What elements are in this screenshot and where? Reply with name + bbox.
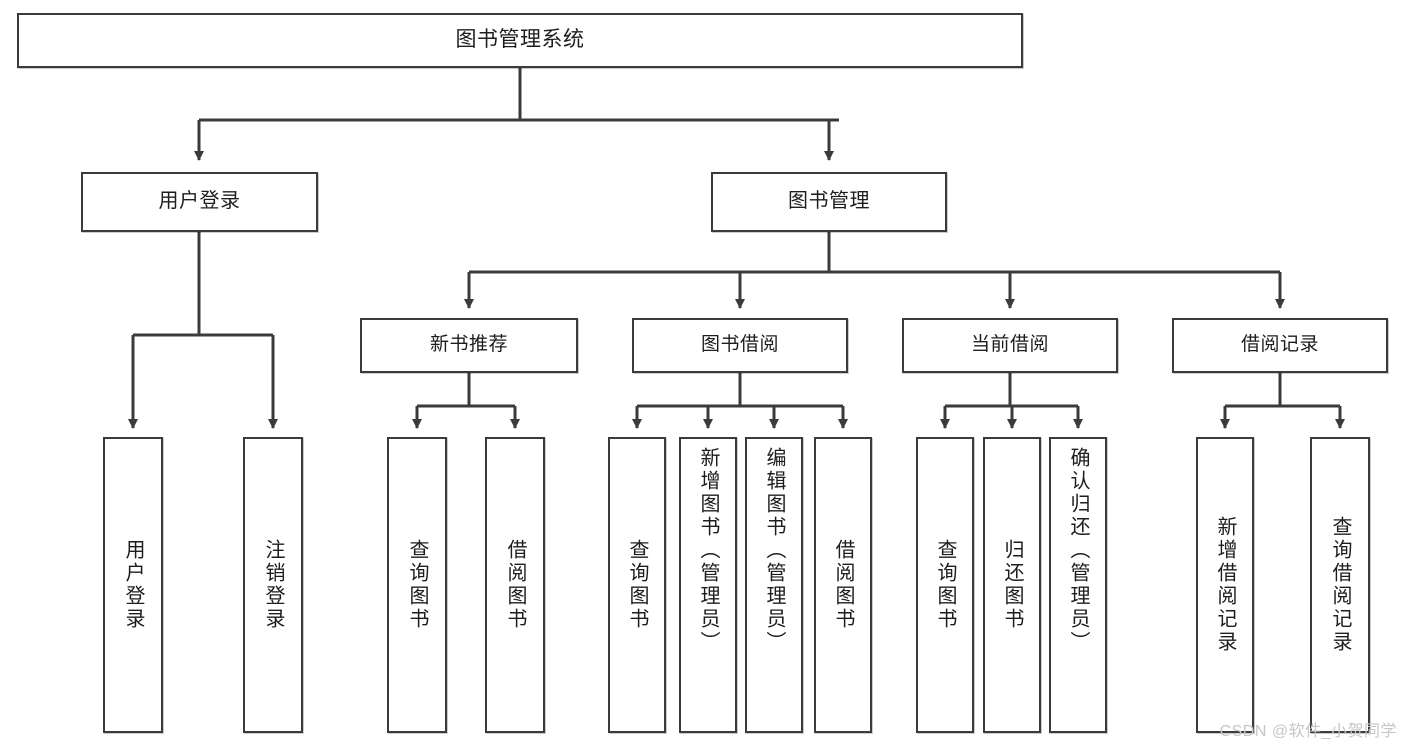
node-user-login-label: 用户登录 [158, 190, 241, 213]
node-new-book-recommend-label: 新书推荐 [429, 334, 508, 356]
leaf-user-logout[interactable]: 注销登录 [243, 437, 303, 733]
leaf-return-book-label: 归还图书 [1001, 539, 1023, 631]
node-root-label: 图书管理系统 [455, 28, 585, 52]
leaf-recommend-borrow-book-label: 借阅图书 [504, 539, 526, 631]
node-book-management-label: 图书管理 [788, 190, 870, 213]
node-borrow-record-label: 借阅记录 [1240, 334, 1319, 356]
leaf-borrow-book[interactable]: 借阅图书 [814, 437, 872, 733]
leaf-recommend-borrow-book[interactable]: 借阅图书 [485, 437, 545, 733]
leaf-edit-book-admin-label: 编辑图书（管理员） [763, 447, 785, 654]
leaf-borrow-query-book-label: 查询图书 [626, 539, 648, 631]
leaf-user-logout-label: 注销登录 [262, 539, 284, 631]
leaf-borrow-query-book[interactable]: 查询图书 [608, 437, 666, 733]
node-new-book-recommend[interactable]: 新书推荐 [360, 318, 578, 373]
leaf-current-query-book-label: 查询图书 [934, 539, 956, 631]
node-borrow-record[interactable]: 借阅记录 [1172, 318, 1388, 373]
leaf-add-book-admin[interactable]: 新增图书（管理员） [679, 437, 737, 733]
node-book-management[interactable]: 图书管理 [711, 172, 947, 232]
leaf-add-book-admin-label: 新增图书（管理员） [697, 447, 719, 654]
node-current-borrow[interactable]: 当前借阅 [902, 318, 1118, 373]
node-book-borrow[interactable]: 图书借阅 [632, 318, 848, 373]
leaf-confirm-return-admin[interactable]: 确认归还（管理员） [1049, 437, 1107, 733]
leaf-query-borrow-record-label: 查询借阅记录 [1329, 516, 1351, 654]
leaf-confirm-return-admin-label: 确认归还（管理员） [1067, 447, 1089, 654]
node-user-login[interactable]: 用户登录 [81, 172, 318, 232]
leaf-recommend-query-book-label: 查询图书 [406, 539, 428, 631]
leaf-edit-book-admin[interactable]: 编辑图书（管理员） [745, 437, 803, 733]
csdn-watermark: CSDN @软件_小贺同学 [1219, 723, 1397, 740]
leaf-add-borrow-record-label: 新增借阅记录 [1214, 516, 1236, 654]
leaf-user-login[interactable]: 用户登录 [103, 437, 163, 733]
node-current-borrow-label: 当前借阅 [970, 334, 1049, 356]
leaf-recommend-query-book[interactable]: 查询图书 [387, 437, 447, 733]
leaf-current-query-book[interactable]: 查询图书 [916, 437, 974, 733]
leaf-user-login-label: 用户登录 [122, 539, 144, 631]
leaf-query-borrow-record[interactable]: 查询借阅记录 [1310, 437, 1370, 733]
leaf-return-book[interactable]: 归还图书 [983, 437, 1041, 733]
node-root[interactable]: 图书管理系统 [17, 13, 1023, 68]
node-book-borrow-label: 图书借阅 [700, 334, 779, 356]
leaf-borrow-book-label: 借阅图书 [832, 539, 854, 631]
leaf-add-borrow-record[interactable]: 新增借阅记录 [1196, 437, 1254, 733]
